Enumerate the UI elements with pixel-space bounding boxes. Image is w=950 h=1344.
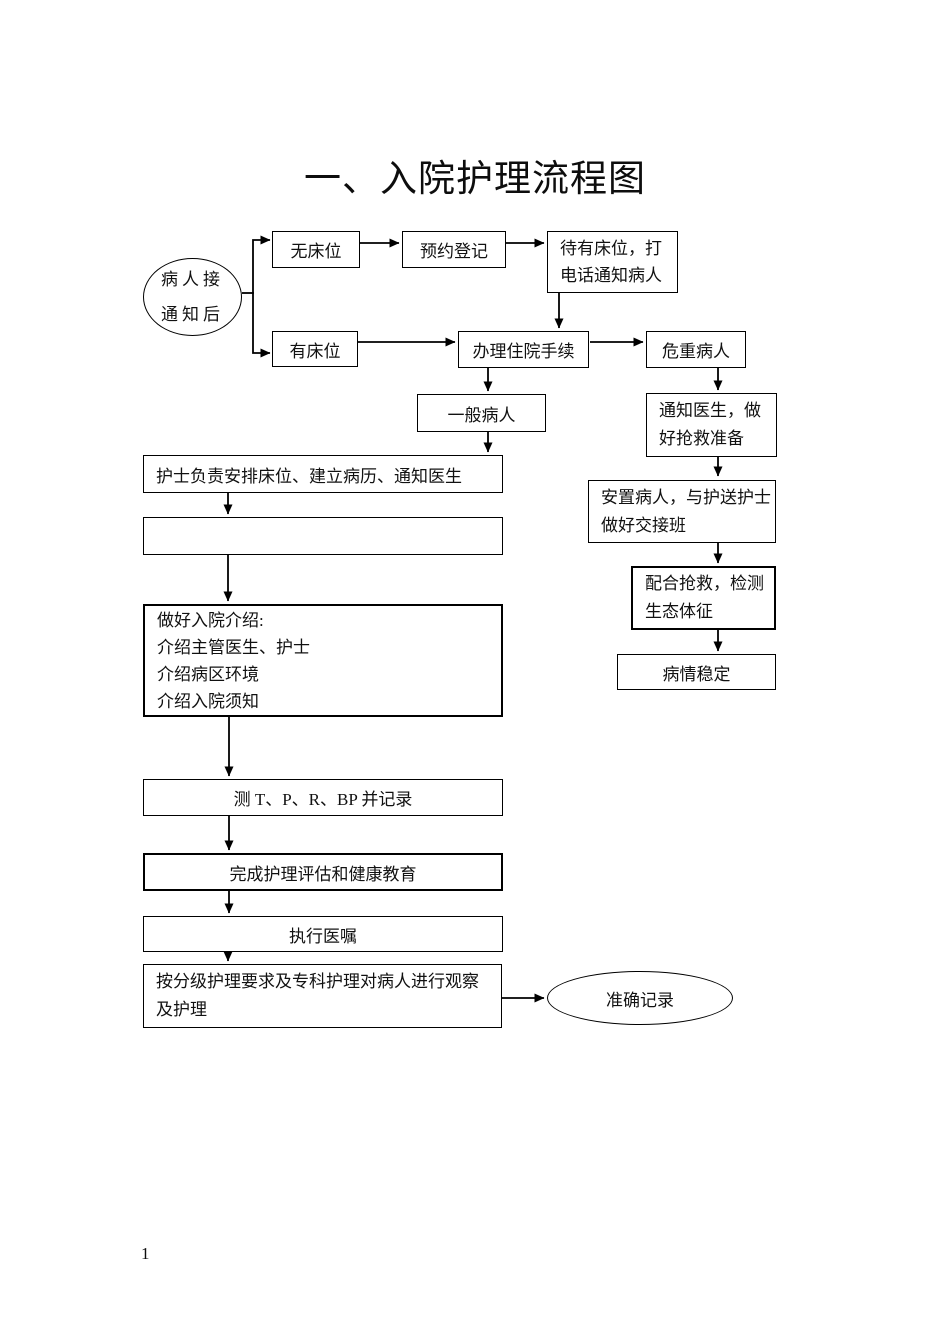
flow-node-general-patient: 一般病人 [417, 394, 546, 432]
flow-node-has-bed: 有床位 [272, 331, 358, 367]
flow-node-label: 待有床位，打 [560, 239, 662, 258]
flow-node-label: 执行医嘱 [289, 926, 357, 946]
edge-branch-to-has-bed [252, 292, 271, 358]
flow-node-admission-procedure: 办理住院手续 [458, 331, 589, 368]
flow-node-label: 通知后 [161, 305, 224, 324]
flow-node-label: 生态体征 [645, 602, 713, 621]
flow-node-label: 病人接 [161, 270, 224, 289]
edge-branch-to-no-bed [252, 235, 271, 294]
flow-node-label: 介绍入院须知 [157, 691, 259, 711]
flow-node-label: 无床位 [290, 242, 342, 261]
flow-node-measure-tprbp: 测 T、P、R、BP 并记录 [143, 779, 503, 816]
flow-node-label: 做好入院介绍: [157, 610, 264, 630]
flow-node-nurse-arrange-bed: 护士负责安排床位、建立病历、通知医生 [143, 455, 503, 493]
flow-node-label: 病情稳定 [662, 664, 731, 684]
flow-node-label: 安置病人，与护送护士 [601, 487, 771, 507]
flow-node-label: 配合抢救，检测 [645, 574, 764, 593]
flow-node-notify-doctor-prepare-rescue: 通知医生，做好抢救准备 [646, 393, 777, 457]
flow-node-label: 按分级护理要求及专科护理对病人进行观察 [156, 972, 479, 991]
flow-node-label: 介绍病区环境 [157, 664, 259, 684]
flow-node-label: 及护理 [156, 1000, 207, 1019]
flow-node-critical-patient: 危重病人 [646, 331, 746, 368]
flow-node-label: 介绍主管医生、护士 [157, 637, 310, 657]
page-number: 1 [141, 1244, 150, 1263]
flow-node-execute-orders: 执行医嘱 [143, 916, 503, 952]
flow-node-accurate-record: 准确记录 [547, 971, 733, 1025]
flow-node-label: 办理住院手续 [472, 342, 575, 361]
flow-node-label: 护士负责安排床位、建立病历、通知医生 [156, 466, 462, 486]
flow-node-label: 准确记录 [606, 990, 674, 1010]
flow-node-label: 通知医生，做 [659, 401, 761, 420]
flow-node-no-bed: 无床位 [272, 231, 360, 268]
page-title: 一、入院护理流程图 [304, 159, 646, 200]
flow-node-label: 一般病人 [447, 405, 516, 425]
flow-node-label: 预约登记 [420, 242, 488, 261]
flow-node-label: 有床位 [289, 341, 341, 361]
flow-node-cooperate-rescue-monitor: 配合抢救，检测生态体征 [631, 566, 776, 630]
flow-node-label: 测 T、P、R、BP 并记录 [233, 790, 413, 809]
flow-node-label: 做好交接班 [601, 515, 686, 535]
flow-node-assessment-health-education: 完成护理评估和健康教育 [143, 853, 503, 891]
flow-node-label: 电话通知病人 [560, 266, 662, 285]
flow-node-settle-patient-handover: 安置病人，与护送护士做好交接班 [588, 480, 776, 543]
flow-node-start: 病人接通知后 [143, 258, 242, 336]
flow-node-appointment-register: 预约登记 [402, 231, 506, 268]
flow-node-graded-nursing-observe: 按分级护理要求及专科护理对病人进行观察及护理 [143, 964, 502, 1028]
flow-node-stable-condition: 病情稳定 [617, 654, 776, 690]
flow-node-admission-introduction: 做好入院介绍: 介绍主管医生、护士介绍病区环境介绍入院须知 [143, 604, 503, 717]
flow-node-wait-bed-call: 待有床位，打电话通知病人 [547, 231, 678, 293]
flow-node-label: 完成护理评估和健康教育 [229, 864, 417, 884]
flow-node-empty-step [143, 517, 503, 555]
flow-node-label: 好抢救准备 [659, 429, 744, 448]
flow-node-label: 危重病人 [662, 342, 730, 361]
